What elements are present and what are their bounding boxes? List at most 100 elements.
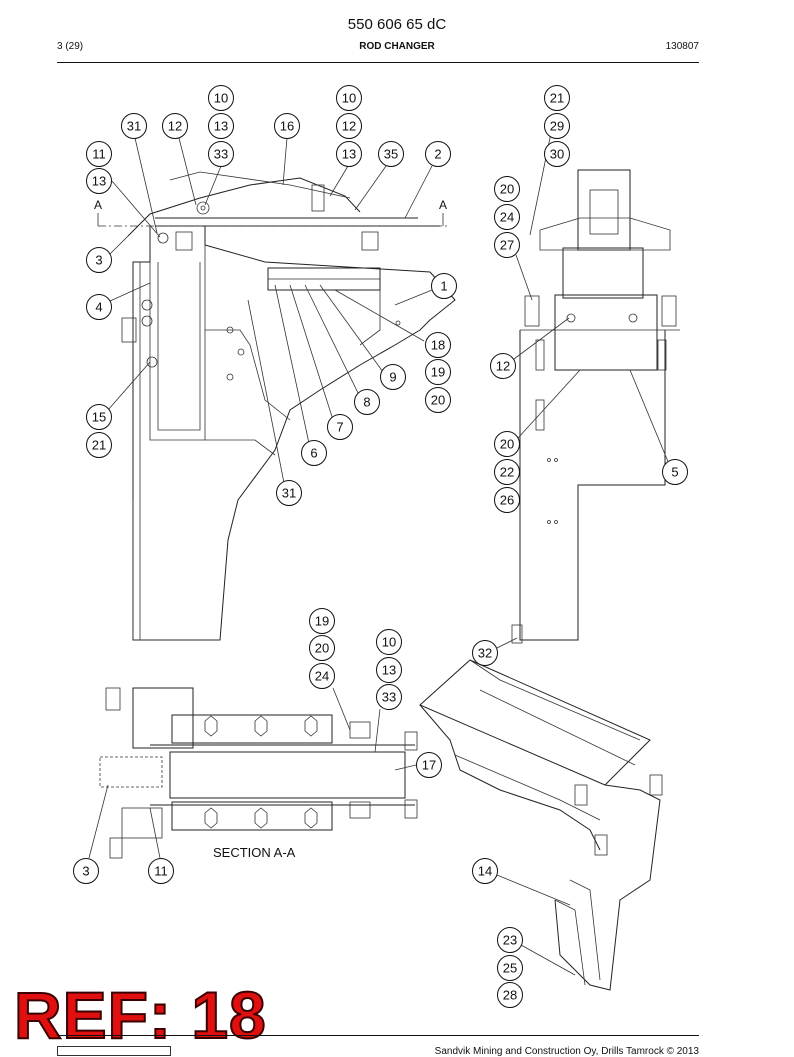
svg-text:8: 8: [363, 395, 370, 410]
callout-22: 22: [494, 459, 520, 485]
section-marker-right: A: [439, 198, 447, 212]
svg-text:10: 10: [382, 635, 396, 650]
callout-33: 33: [208, 141, 234, 167]
svg-text:13: 13: [92, 174, 106, 189]
callout-27: 27: [494, 232, 520, 258]
callout-13: 13: [208, 113, 234, 139]
svg-text:11: 11: [154, 864, 168, 879]
svg-text:27: 27: [500, 238, 514, 253]
callout-33: 33: [376, 684, 402, 710]
svg-text:29: 29: [550, 119, 564, 134]
header-rule: [57, 62, 699, 63]
callout-31: 31: [276, 480, 302, 506]
company-logo: [57, 1046, 171, 1056]
svg-text:31: 31: [127, 119, 141, 134]
svg-text:24: 24: [500, 210, 514, 225]
svg-text:16: 16: [280, 119, 294, 134]
leader-lines: [88, 132, 670, 976]
callout-19: 19: [309, 608, 335, 634]
callout-23: 23: [497, 927, 523, 953]
svg-text:9: 9: [389, 370, 396, 385]
callout-3: 3: [73, 858, 99, 884]
svg-text:30: 30: [550, 147, 564, 162]
callout-17: 17: [416, 752, 442, 778]
side-view: [97, 171, 456, 641]
svg-text:12: 12: [342, 119, 356, 134]
page-title: ROD CHANGER: [359, 41, 435, 52]
callout-16: 16: [274, 113, 300, 139]
callout-13: 13: [376, 657, 402, 683]
svg-text:25: 25: [503, 961, 517, 976]
callout-10: 10: [208, 85, 234, 111]
isometric-view: [419, 659, 663, 991]
callout-19: 19: [425, 359, 451, 385]
callout-20: 20: [494, 176, 520, 202]
callout-11: 11: [148, 858, 174, 884]
callout-32: 32: [472, 640, 498, 666]
callout-21: 21: [86, 432, 112, 458]
svg-text:33: 33: [214, 147, 228, 162]
callout-3: 3: [86, 247, 112, 273]
callout-10: 10: [376, 629, 402, 655]
callout-6: 6: [301, 440, 327, 466]
svg-text:35: 35: [384, 147, 398, 162]
callout-10: 10: [336, 85, 362, 111]
callout-20: 20: [425, 387, 451, 413]
svg-text:32: 32: [478, 646, 492, 661]
callout-18: 18: [425, 332, 451, 358]
svg-text:13: 13: [382, 663, 396, 678]
svg-text:14: 14: [478, 864, 492, 879]
callout-25: 25: [497, 955, 523, 981]
svg-text:20: 20: [431, 393, 445, 408]
svg-text:28: 28: [503, 988, 517, 1003]
callout-8: 8: [354, 389, 380, 415]
callout-4: 4: [86, 294, 112, 320]
callout-9: 9: [380, 364, 406, 390]
callout-20: 20: [494, 431, 520, 457]
callout-12: 12: [490, 353, 516, 379]
svg-text:6: 6: [310, 446, 317, 461]
callout-5: 5: [662, 459, 688, 485]
svg-text:31: 31: [282, 486, 296, 501]
svg-text:15: 15: [92, 410, 106, 425]
callout-13: 13: [86, 168, 112, 194]
ref-stamp: REF: 18: [13, 978, 267, 1052]
callout-26: 26: [494, 487, 520, 513]
callout-14: 14: [472, 858, 498, 884]
svg-text:12: 12: [168, 119, 182, 134]
callout-24: 24: [494, 204, 520, 230]
callout-35: 35: [378, 141, 404, 167]
svg-text:3: 3: [95, 253, 102, 268]
end-view: [511, 169, 680, 644]
callout-31: 31: [121, 113, 147, 139]
svg-text:33: 33: [382, 690, 396, 705]
svg-text:13: 13: [342, 147, 356, 162]
callout-20: 20: [309, 635, 335, 661]
svg-text:10: 10: [342, 91, 356, 106]
callout-15: 15: [86, 404, 112, 430]
svg-text:20: 20: [500, 182, 514, 197]
callout-1: 1: [431, 273, 457, 299]
footer-copyright: Sandvik Mining and Construction Oy, Dril…: [434, 1046, 699, 1057]
callout-24: 24: [309, 663, 335, 689]
callout-29: 29: [544, 113, 570, 139]
callout-12: 12: [336, 113, 362, 139]
callout-28: 28: [497, 982, 523, 1008]
svg-text:12: 12: [496, 359, 510, 374]
svg-text:10: 10: [214, 91, 228, 106]
svg-text:22: 22: [500, 465, 514, 480]
section-a-a: SECTION A-A: [99, 687, 418, 860]
svg-text:13: 13: [214, 119, 228, 134]
svg-text:21: 21: [550, 91, 564, 106]
svg-text:20: 20: [500, 437, 514, 452]
callouts: 10 10 21 31 12 13 16 12 29 11 33 13 35 2…: [73, 85, 688, 1008]
section-marker-left: A: [94, 198, 102, 212]
document-number: 550 606 65 dC: [347, 16, 447, 33]
svg-text:19: 19: [315, 614, 329, 629]
svg-text:17: 17: [422, 758, 436, 773]
svg-text:7: 7: [336, 420, 343, 435]
svg-text:24: 24: [315, 669, 329, 684]
svg-text:1: 1: [440, 279, 447, 294]
footer-rule: [57, 1035, 699, 1036]
